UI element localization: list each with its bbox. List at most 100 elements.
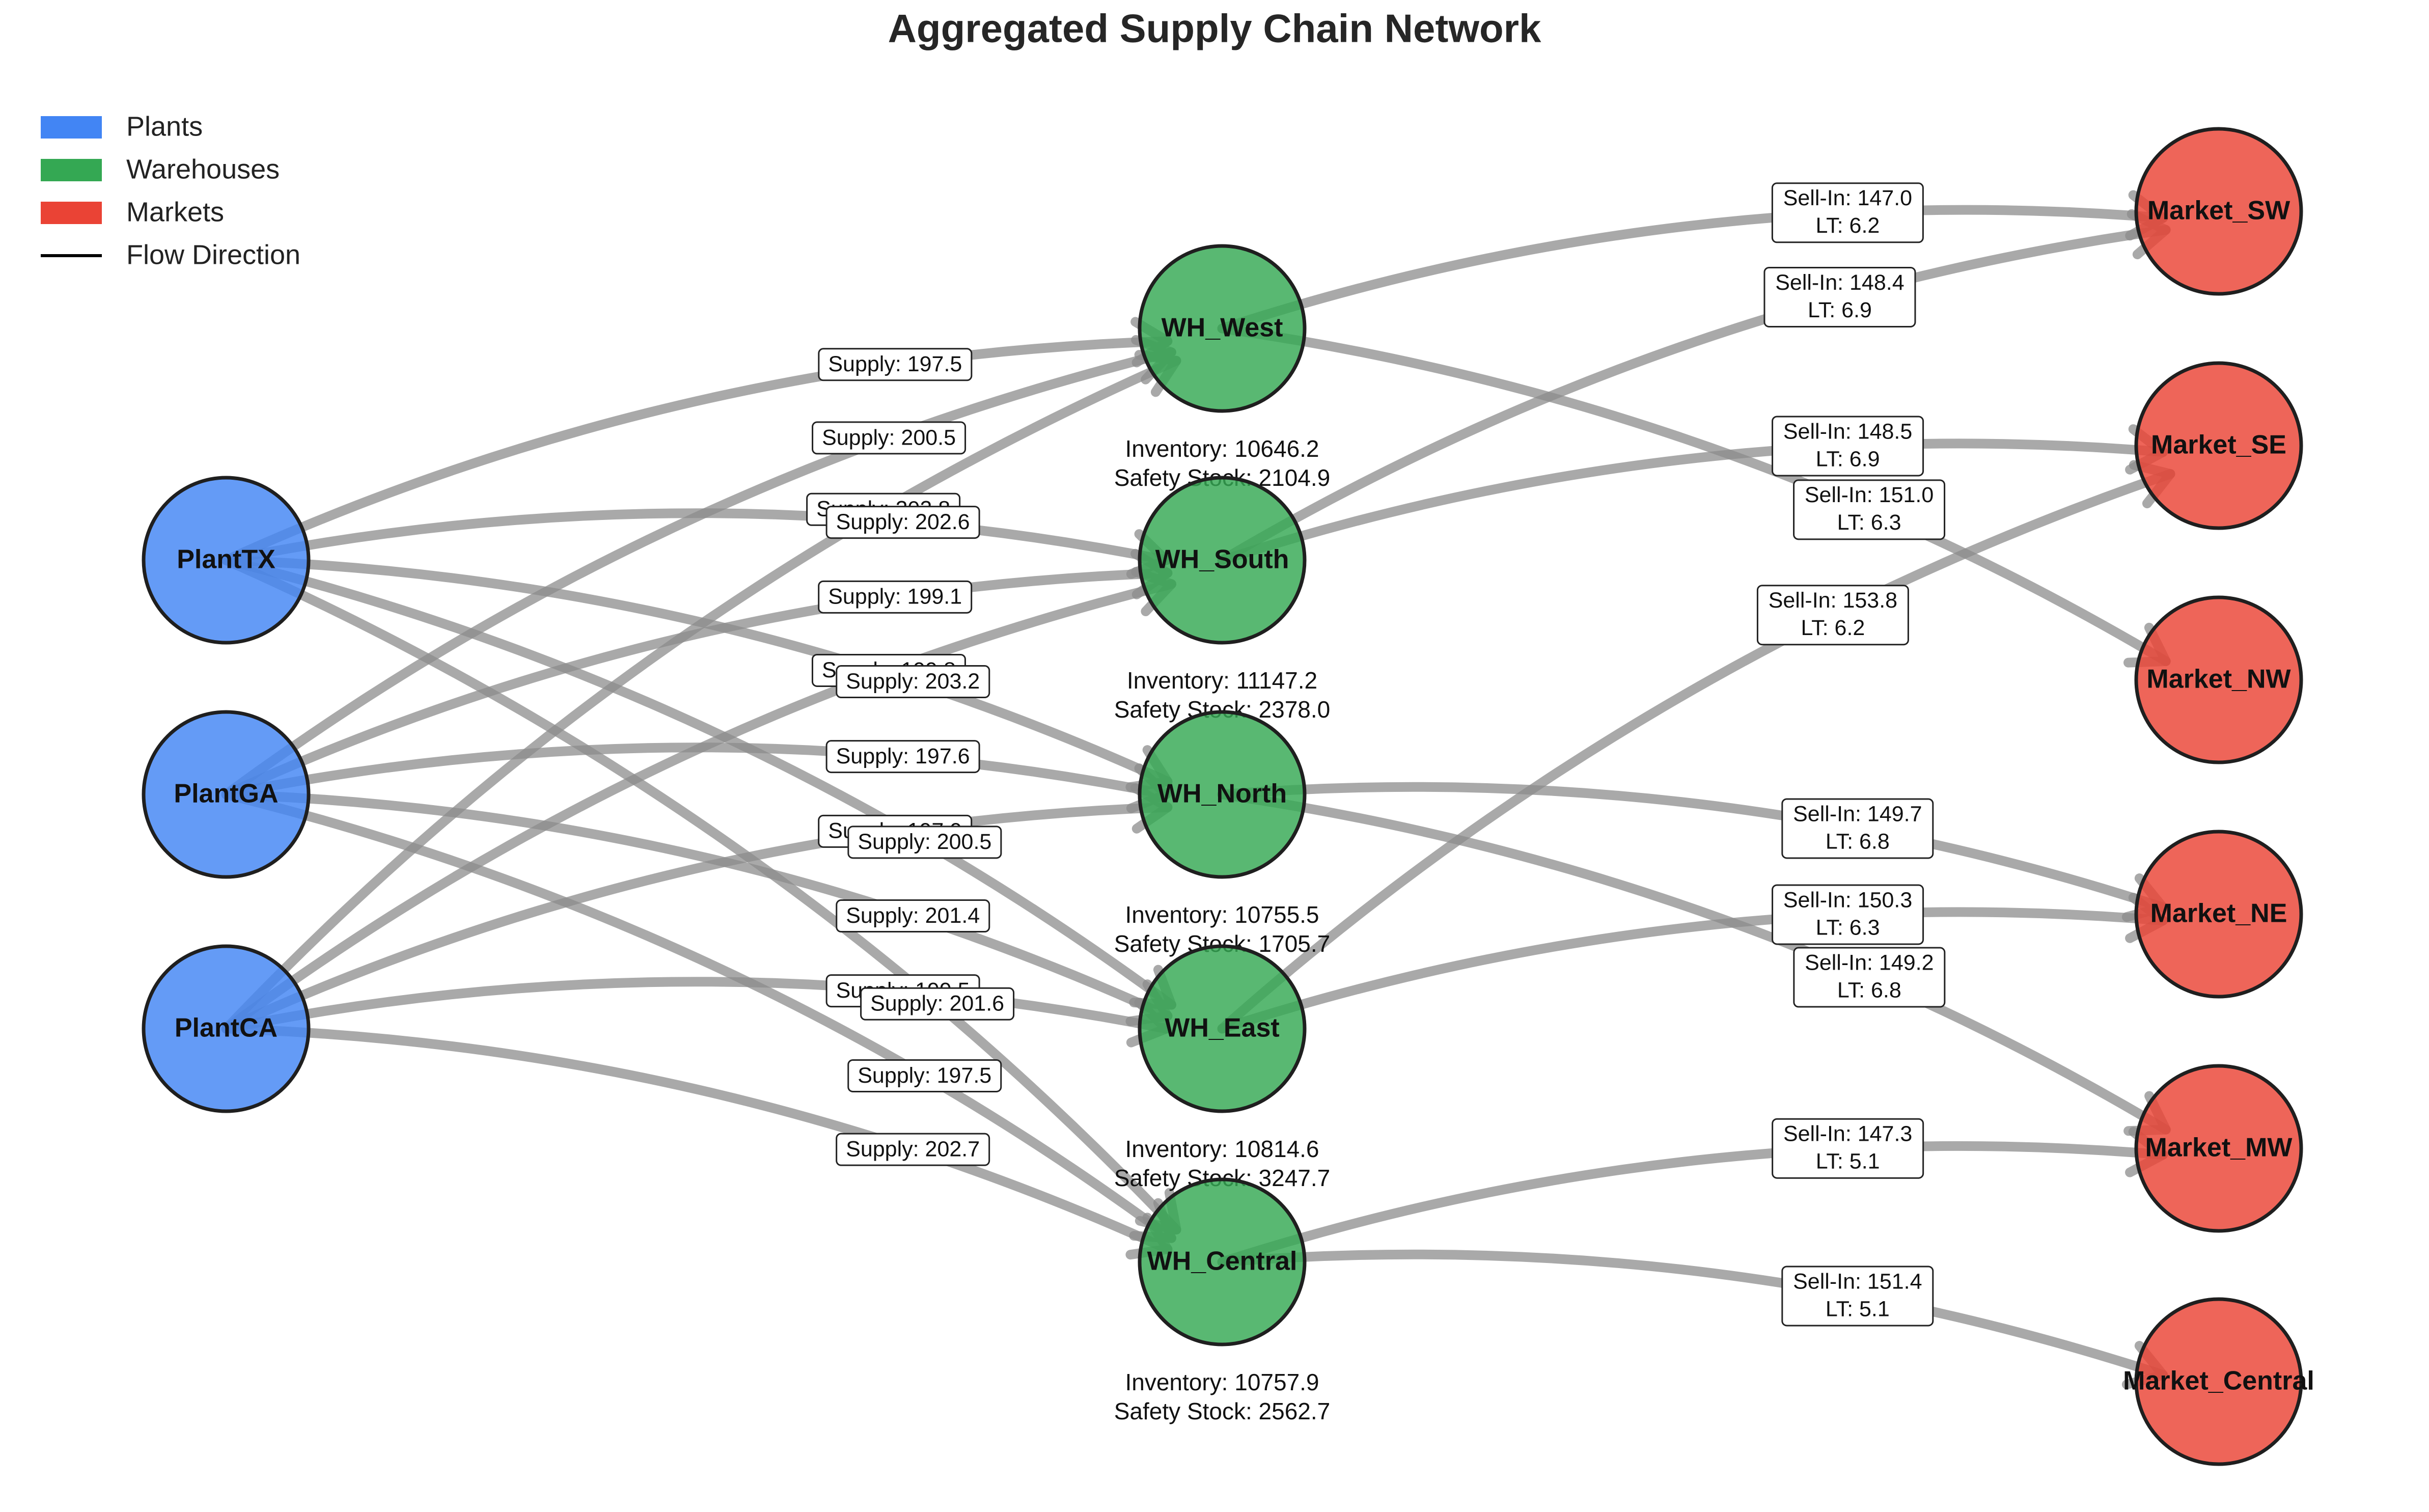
edge-label-planttx-to-wh-east: Supply: 200.5 [847, 826, 1002, 859]
node-label: WH_East [1165, 1013, 1279, 1043]
node-label: PlantTX [177, 545, 275, 574]
edge-label-box [1771, 182, 1924, 243]
edge-wh-central-to-market-central [1217, 1249, 2168, 1380]
node-label: PlantGA [174, 779, 278, 809]
node-label: PlantCA [175, 1013, 278, 1043]
inventory-text: Inventory: 11147.2 [1127, 667, 1317, 694]
edge-label-box [860, 987, 1015, 1021]
edge-label-planttx-to-wh-central: Supply: 201.6 [860, 987, 1015, 1021]
edge-label-box [1781, 1266, 1934, 1327]
lead-time-label-text: LT: 6.9 [1816, 447, 1880, 471]
legend-swatch-warehouses [41, 159, 102, 181]
node-market-sw: Market_SW [2134, 127, 2303, 296]
supply-label-text: Supply: 201.6 [870, 992, 1004, 1016]
edge-planttx-to-wh-north [221, 555, 1173, 787]
edge-label-box [847, 1059, 1002, 1092]
supply-label-text: Supply: 202.6 [836, 510, 970, 534]
lead-time-label-text: LT: 5.1 [1816, 1149, 1880, 1174]
supply-label-text: Supply: 200.5 [858, 830, 991, 854]
node-label: WH_Central [1147, 1247, 1298, 1276]
lead-time-label-text: LT: 6.2 [1815, 213, 1880, 238]
supply-label-text: Supply: 201.4 [846, 903, 980, 928]
legend-label-plants: Plants [126, 111, 203, 142]
node-label: Market_NW [2146, 665, 2291, 694]
inventory-text: Inventory: 10757.9 [1125, 1369, 1319, 1395]
edge-label-box [1756, 585, 1909, 646]
edge-label-box [1772, 1118, 1924, 1179]
edge-label-plantca-to-wh-central: Supply: 202.7 [836, 1133, 990, 1166]
market-node-circle [2134, 127, 2303, 296]
node-label: Market_SW [2147, 196, 2290, 226]
edge-label-wh-south-to-market-se: Sell-In: 148.5LT: 6.9 [1772, 416, 1924, 477]
edge-label-wh-west-to-market-sw: Sell-In: 147.0LT: 6.2 [1771, 182, 1924, 243]
warehouse-node-circle [1138, 1177, 1307, 1346]
edge-label-box [1781, 798, 1934, 859]
edge-plantga-to-wh-south [221, 568, 1173, 800]
sell-in-label-text: Sell-In: 148.4 [1775, 270, 1904, 295]
edge-label-plantga-to-wh-west: Supply: 200.5 [812, 421, 967, 455]
plant-node-circle [142, 476, 311, 645]
market-node-circle [2134, 361, 2303, 530]
node-market-se: Market_SE [2134, 361, 2303, 530]
market-node-circle [2134, 1064, 2303, 1233]
legend-label-markets: Markets [126, 197, 224, 227]
edge-planttx-to-wh-south [221, 508, 1171, 565]
sell-in-label-text: Sell-In: 151.0 [1805, 483, 1934, 507]
inventory-text: Inventory: 10755.5 [1125, 901, 1319, 928]
sell-in-label-text: Sell-In: 151.4 [1793, 1269, 1922, 1294]
edge-plantga-to-wh-central [221, 789, 1176, 1243]
edge-wh-west-to-market-sw [1217, 205, 2168, 334]
edge-plantca-to-wh-south [221, 579, 1176, 1034]
edge-planttx-to-wh-central [221, 555, 1181, 1235]
edge-label-box [1772, 884, 1924, 945]
edge-plantca-to-wh-central [221, 1024, 1173, 1254]
edge-label-wh-central-to-market-central: Sell-In: 151.4LT: 5.1 [1781, 1266, 1934, 1327]
edge-plantca-to-wh-west [221, 355, 1181, 1034]
supply-label-text: Supply: 197.6 [836, 744, 970, 768]
legend-label-warehouses: Warehouses [126, 154, 280, 184]
node-label: Market_MW [2145, 1133, 2293, 1163]
sell-in-label-text: Sell-In: 148.5 [1783, 419, 1912, 444]
edge-label-box [818, 348, 973, 381]
node-label: Market_SE [2151, 430, 2286, 460]
legend-swatch-plants [41, 116, 102, 139]
edge-wh-south-to-market-se [1217, 438, 2168, 565]
edge-plantca-to-wh-east [221, 977, 1171, 1034]
edge-label-wh-south-to-market-sw: Sell-In: 148.4LT: 6.9 [1763, 266, 1916, 327]
node-label: Market_Central [2123, 1366, 2314, 1396]
lead-time-label-text: LT: 6.8 [1826, 829, 1890, 854]
edge-label-box [825, 506, 980, 539]
supply-label-text: Supply: 197.5 [828, 352, 962, 376]
node-market-ne: Market_NE [2134, 830, 2303, 999]
edge-label-planttx-to-wh-north: Supply: 203.2 [836, 665, 990, 699]
legend-swatch-markets [41, 202, 102, 224]
edge-plantca-to-wh-north [221, 802, 1173, 1034]
edge-label-box [1772, 416, 1924, 477]
edge-label-wh-west-to-market-nw: Sell-In: 151.0LT: 6.3 [1793, 479, 1946, 540]
edge-label-box [1793, 947, 1946, 1008]
market-node-circle [2134, 830, 2303, 999]
edge-label-wh-east-to-market-ne: Sell-In: 150.3LT: 6.3 [1772, 884, 1924, 945]
supply-label-text: Supply: 199.1 [828, 585, 962, 609]
node-planttx: PlantTX [142, 476, 311, 645]
edge-wh-south-to-market-sw [1217, 225, 2171, 565]
edge-label-box [836, 899, 990, 933]
edge-label-plantga-to-wh-east: Supply: 201.4 [836, 899, 990, 933]
edge-label-box [812, 421, 967, 455]
edge-label-box [1793, 479, 1946, 540]
edge-wh-north-to-market-ne [1217, 782, 2168, 913]
plant-node-circle [142, 710, 311, 879]
sell-in-label-text: Sell-In: 153.8 [1769, 588, 1897, 613]
sell-in-label-text: Sell-In: 149.7 [1793, 802, 1922, 826]
edge-wh-east-to-market-se [1217, 469, 2175, 1034]
inventory-text: Inventory: 10646.2 [1125, 435, 1319, 462]
warehouse-node-circle [1138, 244, 1307, 413]
node-plantca: PlantCA [142, 944, 311, 1113]
edge-label-planttx-to-wh-west: Supply: 197.5 [818, 348, 973, 381]
